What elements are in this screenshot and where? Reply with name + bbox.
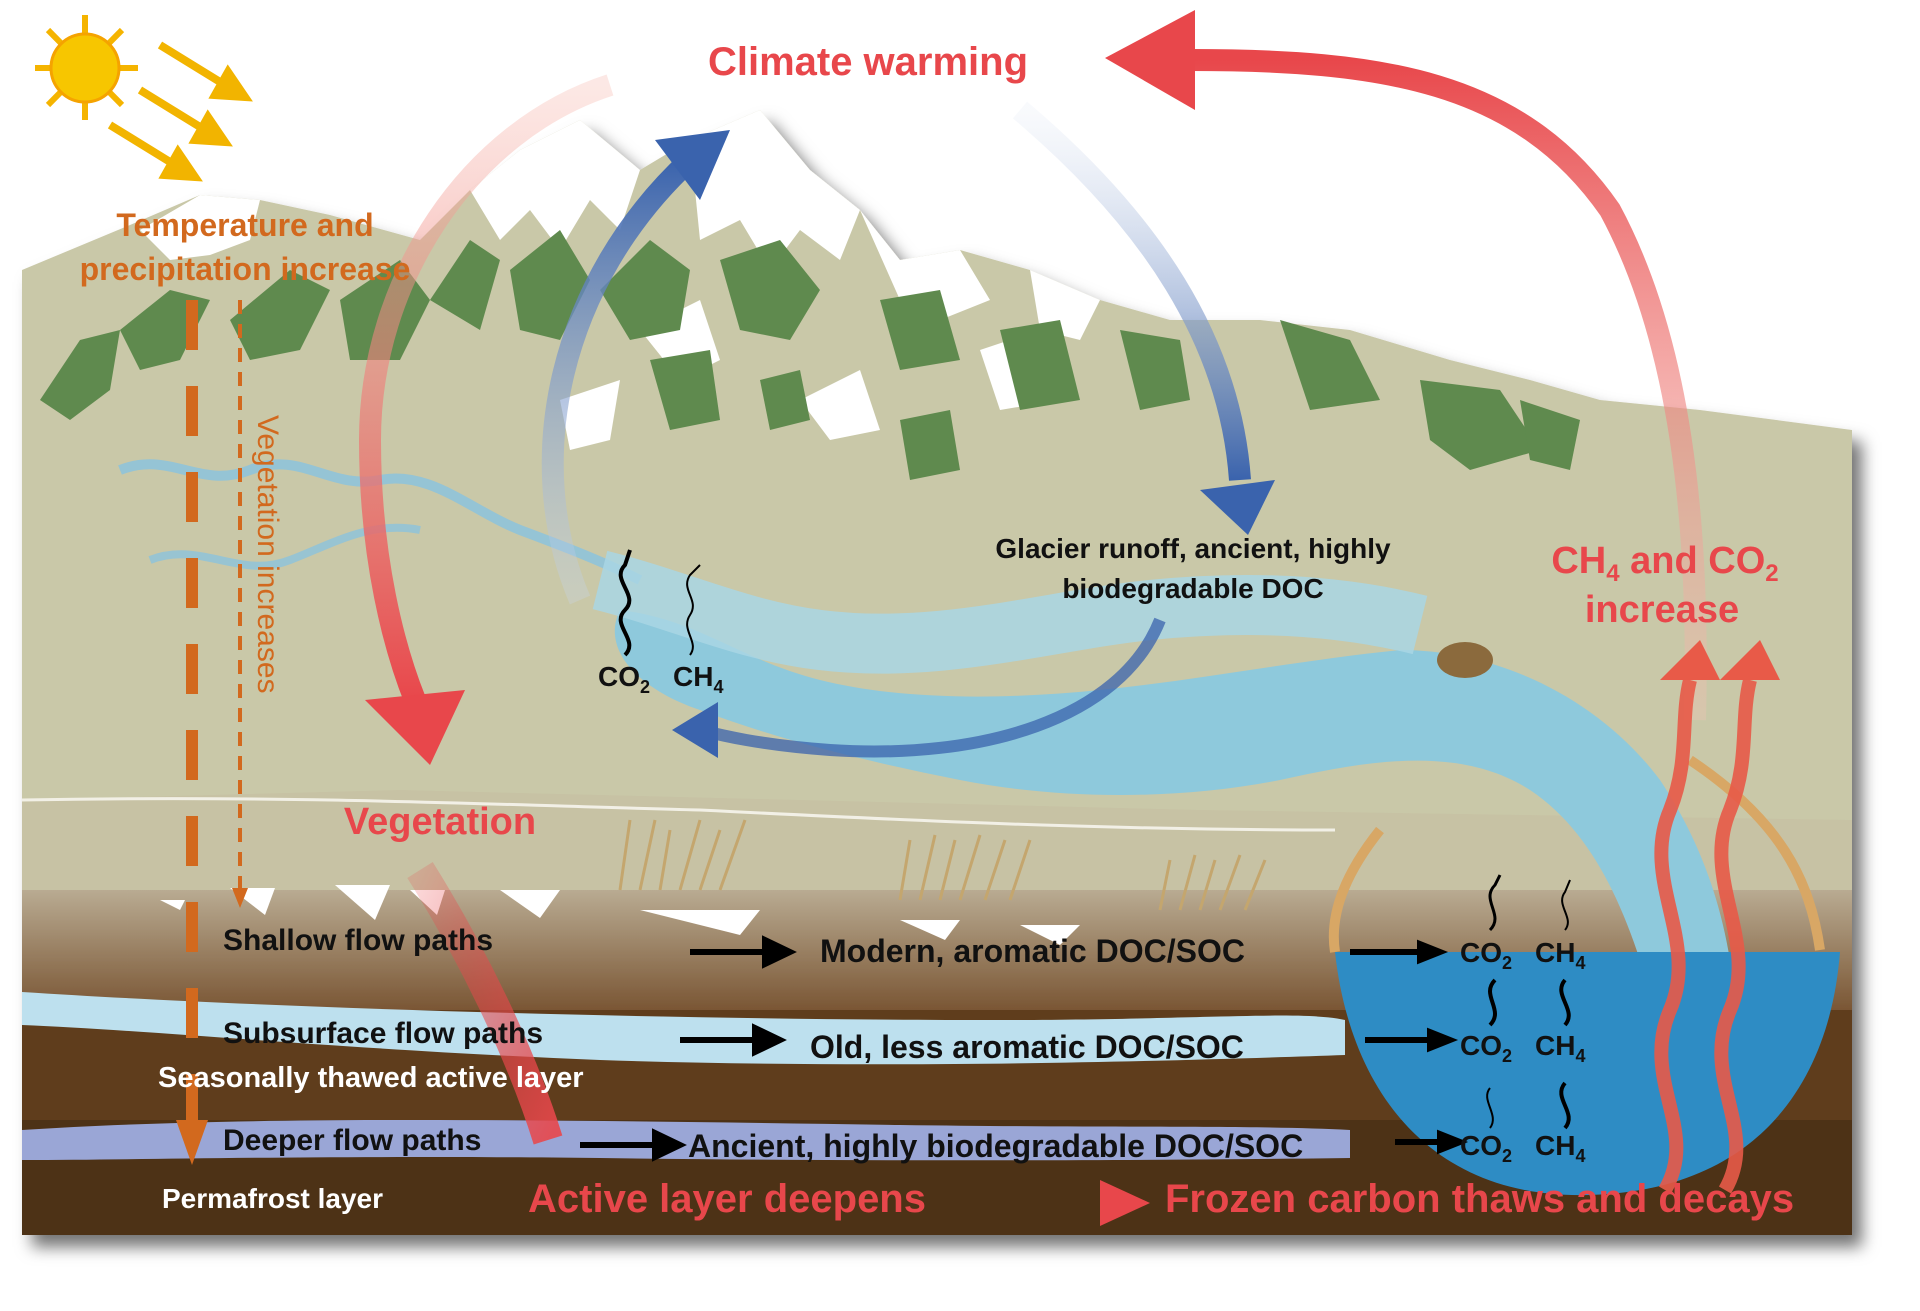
lake-rim-right	[1687, 755, 1825, 951]
blue-arrow-river-head	[672, 702, 718, 758]
blue-arrow-river	[698, 617, 1166, 758]
vegetation-increases-label: Vegetation increases	[251, 415, 284, 694]
ghg-rising-arrows	[1654, 678, 1757, 1194]
warming-arrow-right-head	[1105, 10, 1195, 110]
active-layer-arrow-head	[1100, 1180, 1150, 1226]
stream-co2-label: CO2	[598, 661, 650, 697]
lake-co2-row3: CO2	[1460, 1130, 1512, 1166]
warming-arrow-left-head	[365, 690, 465, 765]
lake-ch4-row1: CH4	[1535, 937, 1585, 973]
ground-surface-line	[21, 797, 1336, 832]
shallow-flow-label: Shallow flow paths	[223, 924, 493, 957]
vegetation-diagonal-arrow	[407, 862, 563, 1145]
ghg-increase-label-line1: CH4 and CO2	[1551, 540, 1778, 587]
ghg-arrow-head-2	[1720, 640, 1780, 680]
ancient-doc-label: Ancient, highly biodegradable DOC/SOC	[688, 1128, 1303, 1164]
lake-rim	[1328, 826, 1384, 953]
lake	[1335, 952, 1840, 1196]
lake-ch4-row2: CH4	[1535, 1030, 1585, 1066]
ghg-increase-label-line2: increase	[1585, 589, 1739, 631]
gas-squiggles	[618, 549, 1571, 1130]
warming-arrow-right	[1189, 49, 1707, 721]
subsurface-flow-band	[22, 992, 1345, 1065]
frozen-carbon-label: Frozen carbon thaws and decays	[1165, 1177, 1794, 1221]
lake-ch4-row3: CH4	[1535, 1130, 1585, 1166]
vegetation-dashed-arrow	[232, 300, 248, 908]
permafrost-layer-label: Permafrost layer	[162, 1183, 383, 1214]
sun-rays-arrows	[107, 41, 253, 182]
lake-co2-row1: CO2	[1460, 937, 1512, 973]
subsurface-flow-label: Subsurface flow paths	[223, 1017, 543, 1050]
stream-ch4-label: CH4	[673, 661, 723, 697]
glacier-runoff-label-line2: biodegradable DOC	[1062, 573, 1323, 604]
deeper-flow-band	[22, 1120, 1350, 1161]
glacier-runoff-label-line1: Glacier runoff, ancient, highly	[995, 533, 1391, 564]
river-rock	[1437, 642, 1493, 678]
deeper-flow-label: Deeper flow paths	[223, 1124, 481, 1157]
river	[614, 610, 1731, 960]
old-doc-label: Old, less aromatic DOC/SOC	[810, 1029, 1244, 1065]
lake-co2-row2: CO2	[1460, 1030, 1512, 1066]
vegetation-label: Vegetation	[344, 801, 536, 843]
river-upper	[592, 550, 1428, 674]
blue-arrow-up	[541, 151, 698, 605]
seasonal-layer-label: Seasonally thawed active layer	[158, 1062, 584, 1094]
sun-icon	[35, 15, 138, 120]
ghg-arrow-head-1	[1660, 640, 1720, 680]
blue-arrow-up-head	[655, 130, 730, 200]
temperature-dashed-arrow	[176, 300, 208, 1165]
modern-doc-label: Modern, aromatic DOC/SOC	[820, 933, 1245, 969]
warming-arrow-left	[358, 74, 614, 705]
blue-arrow-down	[1012, 101, 1251, 481]
flow-arrows	[580, 935, 1469, 1162]
temp-precip-label-line1: Temperature and	[116, 207, 373, 243]
climate-warming-label: Climate warming	[708, 40, 1028, 84]
grass-tufts	[618, 819, 1267, 911]
blue-arrow-down-head	[1200, 480, 1275, 535]
active-layer-deepens-label: Active layer deepens	[528, 1177, 926, 1221]
temp-precip-label-line2: precipitation increase	[80, 251, 411, 287]
